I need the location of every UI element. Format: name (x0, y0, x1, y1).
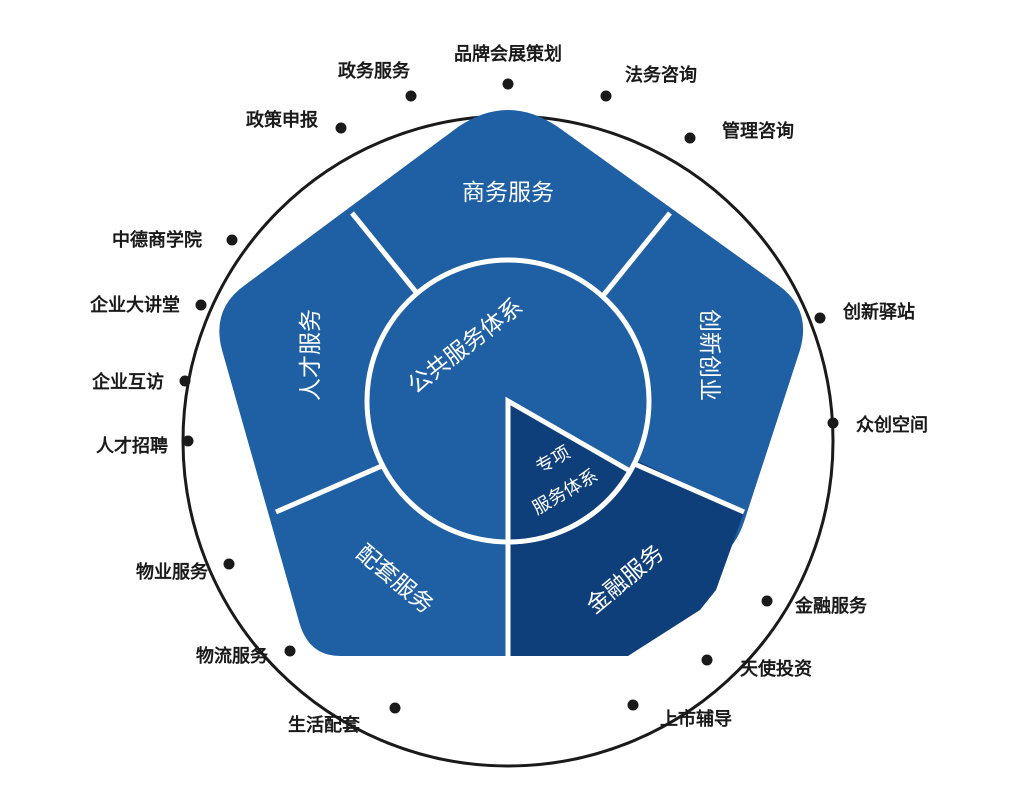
outer-item-label: 法务咨询 (625, 64, 697, 86)
outer-item-label: 政策申报 (246, 109, 318, 131)
outer-dot (335, 122, 347, 134)
outer-dot (182, 435, 194, 447)
outer-item-label: 物业服务 (136, 561, 209, 583)
segment-label-talent: 人才服务 (298, 309, 324, 401)
outer-dot (223, 558, 235, 570)
outer-dot (761, 595, 773, 607)
outer-item-label: 管理咨询 (722, 120, 794, 142)
outer-item-label: 天使投资 (740, 658, 812, 680)
outer-item-label: 企业大讲堂 (89, 294, 180, 316)
outer-item-label: 品牌会展策划 (454, 43, 562, 65)
outer-dot (195, 299, 207, 311)
outer-dot (814, 312, 826, 324)
outer-item-label: 生活配套 (288, 714, 360, 736)
outer-dot (627, 699, 639, 711)
outer-dot (701, 654, 713, 666)
segment-label-innovation: 创新创业 (696, 309, 722, 401)
outer-dot (600, 90, 612, 102)
outer-item-label: 中德商学院 (112, 229, 202, 251)
segment-label-business: 商务服务 (462, 180, 554, 206)
outer-item-label: 人才招聘 (96, 435, 168, 457)
outer-dot (179, 375, 191, 387)
outer-dot (405, 90, 417, 102)
special-wedge (505, 396, 634, 545)
outer-item-label: 上市辅导 (660, 708, 732, 730)
outer-item-label: 政务服务 (338, 60, 411, 82)
outer-dot (226, 234, 238, 246)
outer-item-label: 众创空间 (856, 414, 928, 436)
segment-dividers (275, 211, 746, 660)
outer-dot (284, 645, 296, 657)
outer-dot (827, 417, 839, 429)
outer-item-label: 金融服务 (794, 595, 868, 617)
outer-dot (502, 78, 514, 90)
outer-dot (389, 702, 401, 714)
outer-item-label: 创新驿站 (842, 301, 915, 323)
outer-dot (684, 132, 696, 144)
outer-item-label: 企业互访 (91, 371, 164, 393)
outer-item-label: 物流服务 (196, 645, 269, 667)
